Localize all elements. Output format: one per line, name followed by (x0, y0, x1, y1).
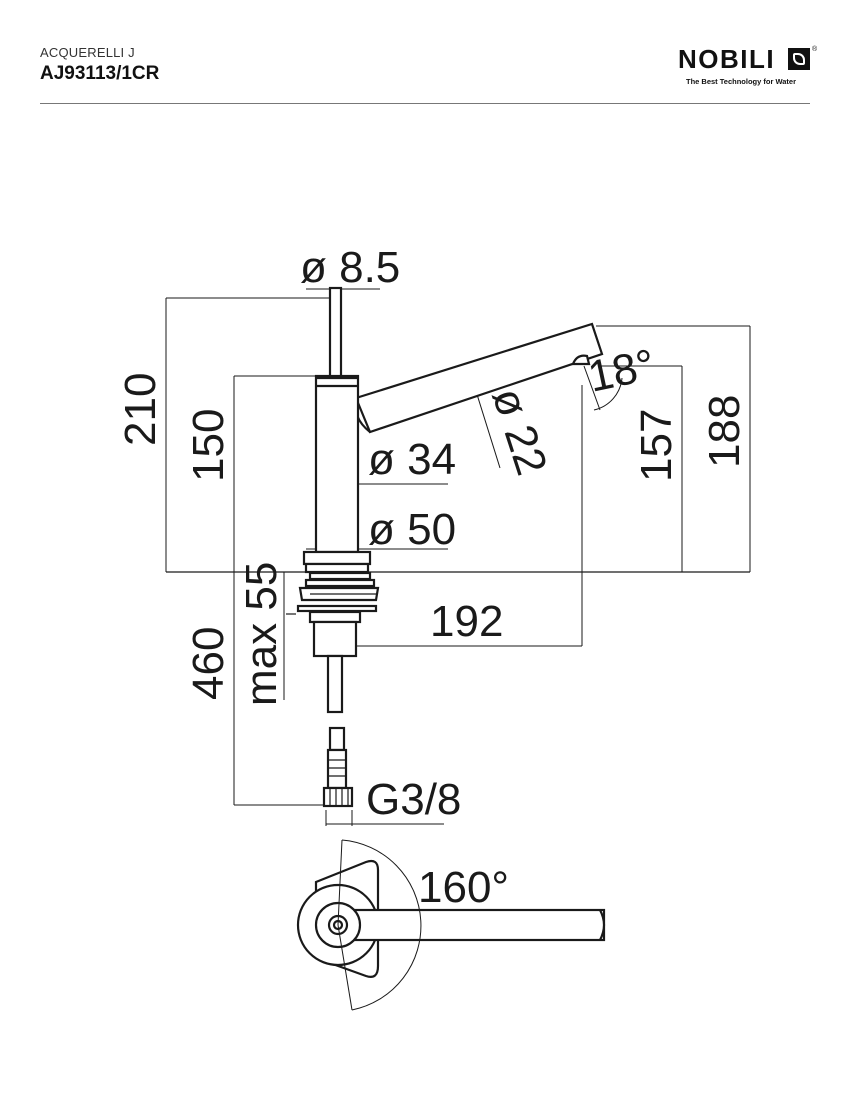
faucet-side-view (296, 286, 604, 808)
dimension-labels: ø 8.5 210 150 ø 34 ø 50 ø 22 18° 157 188… (116, 243, 749, 912)
label-total-height: 210 (116, 373, 165, 446)
label-base-diameter: ø 50 (368, 505, 456, 554)
inlet-details (286, 593, 376, 806)
header: ACQUERELLI J AJ93113/1CR NOBILI ® The Be… (0, 0, 867, 110)
label-connection: G3/8 (366, 775, 461, 824)
label-rotation: 160° (418, 863, 509, 912)
label-spout-diameter: ø 22 (482, 382, 556, 481)
label-body-height: 150 (184, 409, 233, 482)
rotation-arc (337, 839, 422, 1011)
label-outlet-height: 157 (632, 409, 681, 482)
label-spout-top-height: 188 (700, 395, 749, 468)
logo-mark-icon (788, 48, 810, 70)
brand-logo: NOBILI ® The Best Technology for Water (674, 44, 819, 89)
header-divider (40, 103, 810, 104)
label-hose-length: 460 (184, 627, 233, 700)
logo-registered: ® (812, 46, 818, 53)
label-body-diameter: ø 34 (368, 435, 456, 484)
label-max-deck: max 55 (237, 562, 286, 706)
logo-wordmark: NOBILI (678, 44, 776, 74)
product-series: ACQUERELLI J (40, 45, 135, 60)
label-spout-reach: 192 (430, 597, 503, 646)
label-lever-diameter: ø 8.5 (300, 243, 400, 292)
product-code: AJ93113/1CR (40, 63, 160, 84)
logo-tagline: The Best Technology for Water (686, 77, 797, 86)
